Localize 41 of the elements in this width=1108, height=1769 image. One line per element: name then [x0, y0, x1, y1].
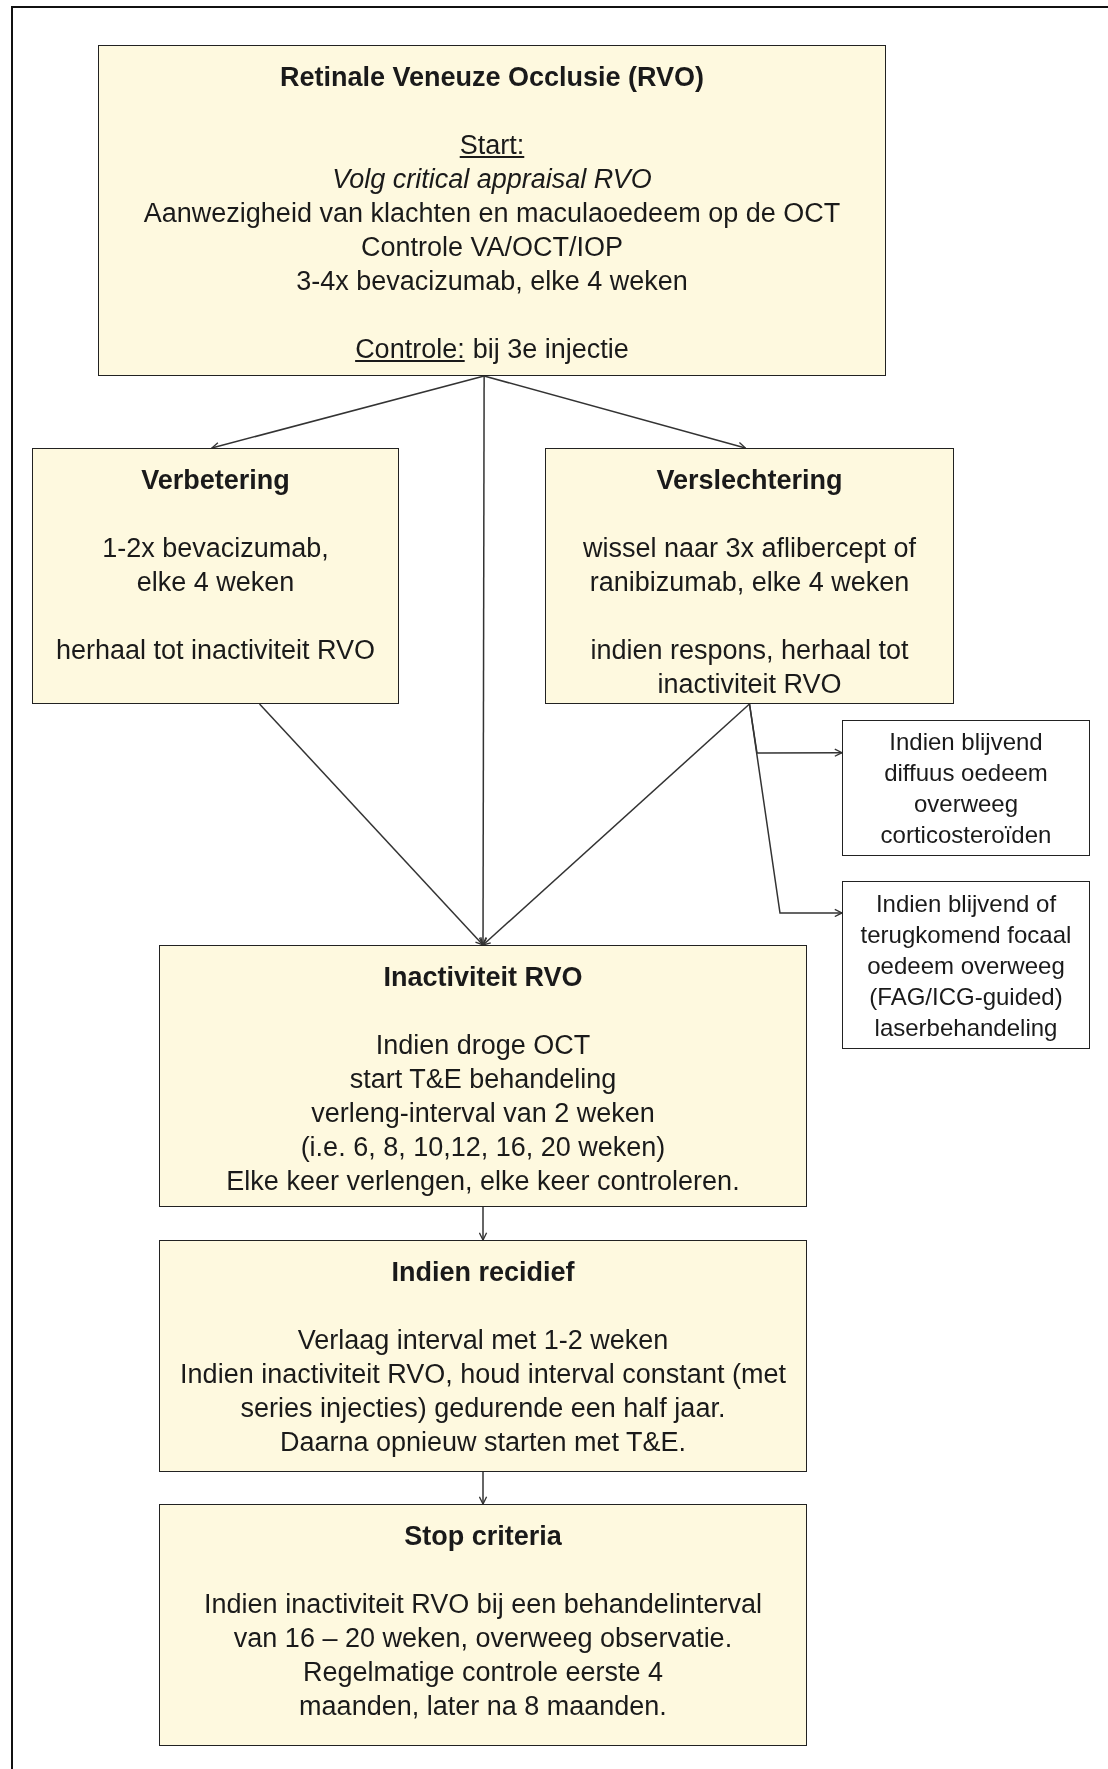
- box-text: Indien blijvend diffuus oedeem overweeg corticosteroïden: [879, 727, 1053, 850]
- box-heading: Verbetering: [141, 464, 290, 497]
- arrow: [478, 1206, 488, 1241]
- box-heading: Verslechtering: [656, 464, 843, 497]
- process-box: [159, 1504, 807, 1746]
- process-box: [545, 448, 954, 704]
- box-text: Elke keer verlengen, elke keer controleren.: [226, 1165, 740, 1198]
- box-text: Controle VA/OCT/IOP: [360, 231, 624, 264]
- box-text: Indien inactiviteit RVO bij een behandelinterval van 16 – 20 weken, overweeg observatie.: [203, 1588, 763, 1655]
- box-text: Daarna opnieuw starten met T&E.: [279, 1426, 687, 1459]
- process-box: [159, 945, 807, 1207]
- arrow: [482, 703, 751, 946]
- arrow: [748, 703, 843, 918]
- box-text: Verlaag interval met 1-2 weken: [297, 1324, 669, 1357]
- box-text: Aanwezigheid van klachten en maculaoedeem op de OCT: [143, 197, 841, 230]
- box-text: start T&E behandeling: [349, 1063, 617, 1096]
- box-text: 3-4x bevacizumab, elke 4 weken: [296, 265, 688, 298]
- box-text: (i.e. 6, 8, 10,12, 16, 20 weken): [300, 1131, 666, 1164]
- note-box: [842, 720, 1090, 856]
- note-box: [842, 881, 1090, 1049]
- process-box: [98, 45, 886, 376]
- box-text: herhaal tot inactiviteit RVO: [55, 634, 376, 667]
- box-text: 1-2x bevacizumab, elke 4 weken: [101, 532, 330, 599]
- box-text: indien respons, herhaal tot inactiviteit RVO: [589, 634, 910, 701]
- box-text: Indien blijvend of terugkomend focaal oedeem overweeg (FAG/ICG-guided) laserbehandeling: [859, 888, 1073, 1043]
- arrow: [478, 1471, 488, 1505]
- box-heading: Stop criteria: [404, 1520, 562, 1553]
- arrow: [258, 703, 484, 946]
- box-text: Regelmatige controle eerste 4 maanden, later na 8 maanden.: [298, 1656, 668, 1723]
- box-text: Indien droge OCT: [375, 1029, 591, 1062]
- box-text: Volg critical appraisal RVO: [332, 163, 652, 196]
- box-text: Indien inactiviteit RVO, houd interval constant (met series injecties) gedurende een half jaar.: [179, 1358, 787, 1425]
- box-text: Start:: [459, 129, 525, 162]
- box-heading: Retinale Veneuze Occlusie (RVO): [279, 61, 705, 94]
- process-box: [32, 448, 399, 704]
- box-text: verleng-interval van 2 weken: [311, 1097, 655, 1130]
- box-text: wissel naar 3x aflibercept of ranibizumab, elke 4 weken: [581, 532, 918, 599]
- process-box: [159, 1240, 807, 1472]
- box-heading: Indien recidief: [391, 1256, 575, 1289]
- box-heading: Inactiviteit RVO: [383, 961, 583, 994]
- text-line: Controle: bij 3e injectie: [355, 333, 629, 366]
